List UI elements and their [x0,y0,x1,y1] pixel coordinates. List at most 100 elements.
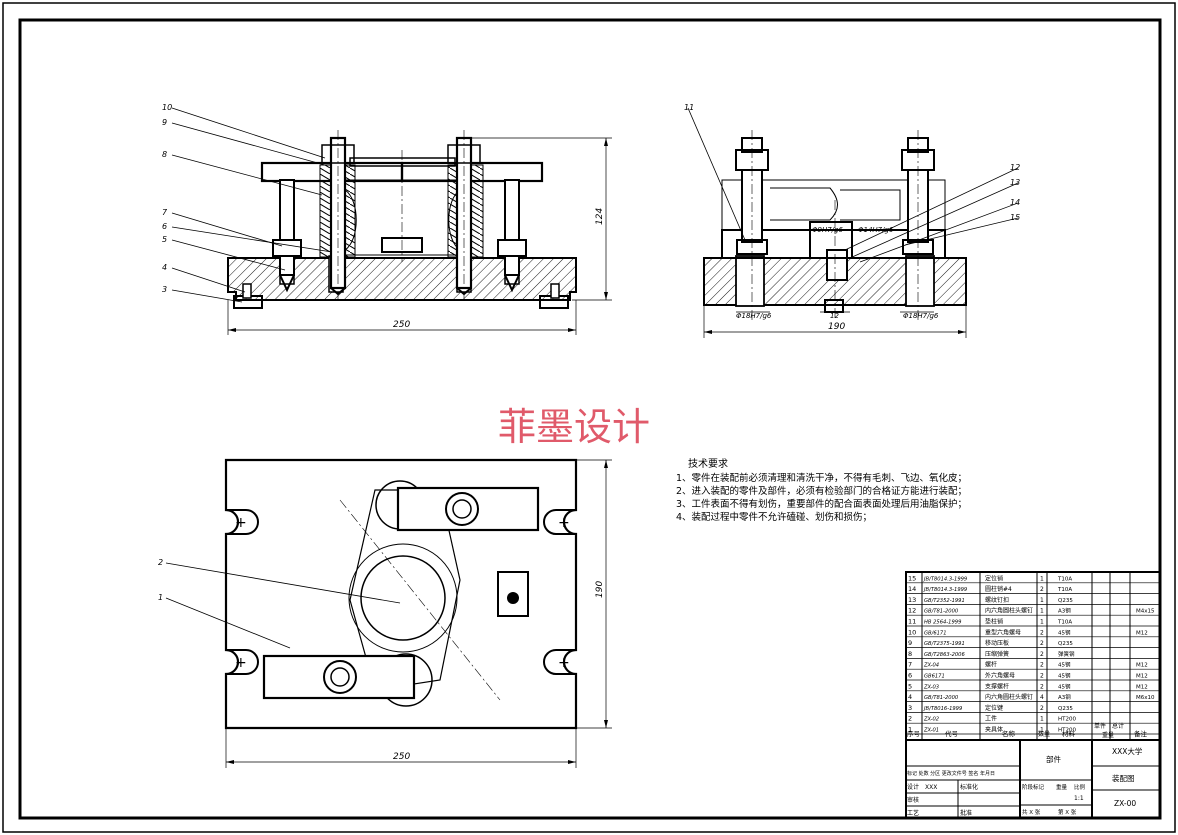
bom-header: 序号 代号 名称 数量 材料 单件 总计 重量 备注 [907,722,1148,739]
bom-cell-material: A3钢 [1058,607,1071,615]
bom-cell-note: M12 [1136,663,1148,669]
bom-cell-qty: 2 [1040,640,1044,647]
bom-cell-material: HT200 [1058,728,1076,734]
bom-cell-qty: 1 [1040,727,1044,734]
front-base [227,257,577,301]
bom-grid [905,571,1161,819]
bom-cell-qty: 2 [1040,662,1044,669]
bom-cell-qty: 2 [1040,705,1044,712]
bom-cell-code: JB/T8014.3-1999 [923,587,967,593]
tech-item: 4、装配过程中零件不允许磕碰、划伤和损伤； [676,511,872,523]
bom-header-qty: 数量 [1038,730,1050,738]
bom-header-total: 总计 [1112,722,1124,730]
balloon: 1 [158,593,163,602]
bom-cell-name: 螺纹钉扣 [985,596,1009,604]
bom-cell-code: GB/T2863-2006 [924,652,965,658]
bom-cell-material: T10A [1057,620,1072,626]
top-view: + + + + [165,458,612,768]
tb-process: 工艺 [907,809,919,817]
bom-cell-material: T10A [1057,576,1072,582]
side-view [687,107,1019,338]
bom-header-note: 备注 [1134,729,1148,738]
inner-border [18,18,1162,820]
bom-header-unit: 单件 [1094,722,1106,730]
bom-cell-code: ZX-02 [923,717,939,723]
tb-drawing-type: 装配图 [1112,773,1135,783]
tb-check: 审核 [907,796,919,804]
bom-cell-qty: 2 [1040,683,1044,690]
bom-cell-name: 夹具体 [985,726,1003,734]
bom-cell-name: 移动压板 [985,639,1009,647]
bom-header-code: 代号 [945,729,959,738]
dim-front-height: 124 [595,208,605,225]
bom-cell-name: 支撑螺杆 [985,682,1009,690]
bom-cell-name: 内六角圆柱头螺钉 [985,693,1033,701]
bom-cell-note: M12 [1136,684,1148,690]
bom-cell-qty: 2 [1040,586,1044,593]
balloon: 13 [1010,178,1020,187]
dim-side-fit-left: Φ18H7/g6 [736,312,772,320]
balloon: 10 [162,103,172,112]
bom-cell-no: 8 [908,650,912,658]
bom-cell-material: 45钢 [1058,672,1071,680]
dim-top-height: 190 [595,581,605,598]
tech-item: 3、工件表面不得有划伤，重要部件的配合面表面处理后用油脂保护； [676,498,967,510]
bom-cell-note: M4x15 [1136,609,1155,615]
tb-drawing-no: ZX-00 [1114,799,1136,808]
tb-designer-label: 设计 [907,783,919,791]
bom-cell-code: GB/T2352-1991 [924,598,965,604]
bom-cell-name: 外六角螺母 [985,672,1015,680]
balloon: 8 [162,150,167,159]
balloon: 3 [162,285,167,294]
bom-cell-material: Q235 [1058,641,1073,647]
bom-cell-no: 9 [908,639,912,647]
title-block: 部件 XXX大学 装配图 ZX-00 标记 处数 分区 更改文件号 签名 年月日… [907,746,1143,817]
balloon: 14 [1010,198,1020,207]
bom-cell-no: 13 [908,596,916,604]
bom-cell-no: 14 [908,585,916,593]
bom-cell-material: Q235 [1058,598,1073,604]
tb-mark-row: 标记 处数 分区 更改文件号 签名 年月日 [907,770,995,777]
bom-cell-code: HB 2564-1999 [924,620,961,626]
bom-cell-code: JB/T8016-1999 [923,706,962,712]
tb-standardize: 标准化 [960,783,978,791]
bom-cell-name: 重型六角螺母 [985,628,1021,636]
balloon: 11 [684,103,694,112]
bom-cell-no: 4 [908,693,912,701]
balloon: 6 [162,222,167,231]
bom-cell-qty: 1 [1040,716,1044,723]
bom-cell-qty: 2 [1040,651,1044,658]
bom-cell-code: GB/T81-2000 [924,609,959,615]
bom-cell-code: JB/T8014.3-1999 [923,576,967,582]
bom-header-material: 材料 [1062,729,1076,738]
bom-cell-no: 11 [908,618,916,626]
tb-scale-label: 比例 [1074,783,1086,791]
tb-approve: 批准 [960,809,972,817]
tb-stage: 阶段标记 [1022,783,1045,791]
bom-cell-name: 螺杆 [985,661,997,669]
bom-cell-material: A3钢 [1058,693,1071,701]
bom-cell-qty: 4 [1040,694,1044,701]
svg-text:+: + [558,515,570,531]
bom-cell-name: 圆柱销#4 [985,585,1012,593]
tech-item: 1、零件在装配前必须清理和清洗干净，不得有毛刺、飞边、氧化皮； [676,472,967,484]
bom-cell-name: 定位销 [985,574,1003,582]
bom-header-name: 名称 [1002,729,1016,738]
bom-header-weight: 重量 [1102,731,1114,739]
bom-cell-code: GB/T2375-1991 [924,641,965,647]
tech-item: 2、进入装配的零件及部件，必须有检验部门的合格证方能进行装配； [676,485,967,497]
balloon: 9 [162,118,167,127]
dim-side-fit-right: Φ18H7/g6 [903,312,939,320]
bom-cell-material: 45钢 [1058,682,1071,690]
tech-title: 技术要求 [688,457,728,470]
balloon: 4 [162,263,167,272]
balloon-labels: 10 9 8 7 6 5 4 3 11 12 13 14 15 2 1 [158,103,1020,602]
bom-cell-code: GB/6171 [924,630,947,636]
bom-cell-note: M6x10 [1136,695,1155,701]
bom-cell-name: 垫柱销 [985,618,1003,626]
bom-cell-code: ZX-03 [923,684,939,690]
balloon: 2 [158,558,163,567]
